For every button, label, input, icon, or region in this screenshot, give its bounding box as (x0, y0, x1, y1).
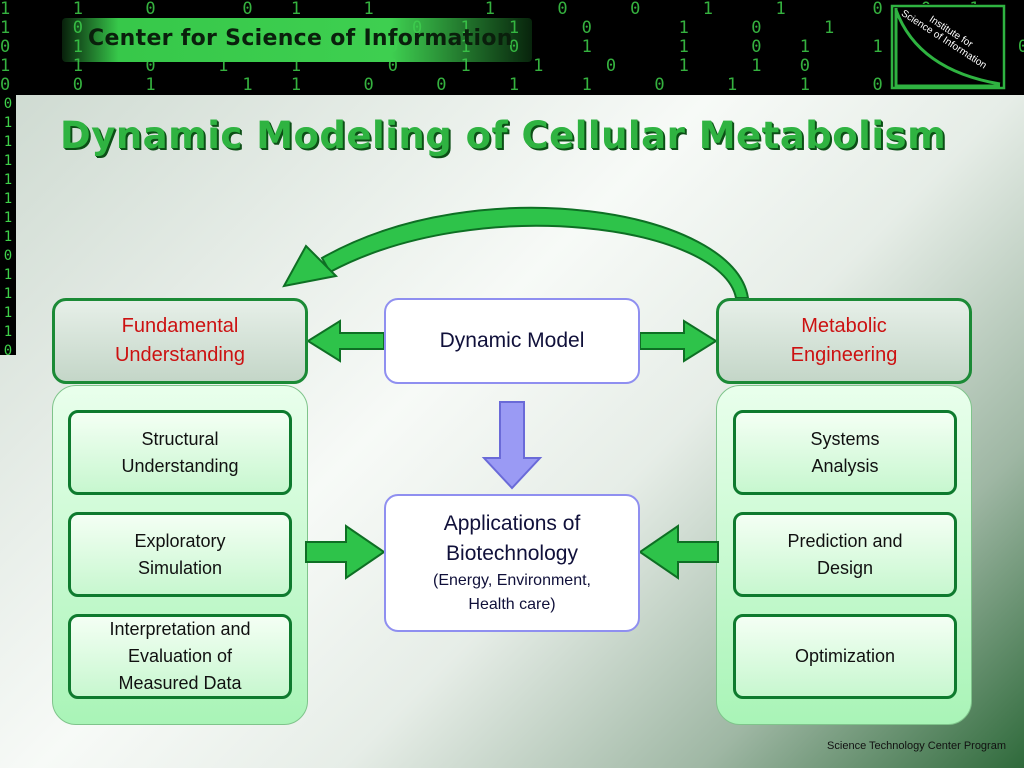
right-item-3-line1: Optimization (794, 646, 896, 666)
footer-text: Science Technology Center Program (827, 740, 1006, 752)
left-item-2-line2: Simulation (137, 557, 223, 578)
arrow-to-fundamental (306, 319, 385, 363)
header-title-banner (62, 18, 532, 62)
left-item-3-line3: Measured Data (118, 673, 242, 693)
dynamic-model-label: Dynamic Model (439, 329, 585, 352)
left-item-2-line1: Exploratory (134, 530, 226, 551)
matrix-strip-decoration: 0 1 1 1 1 1 1 1 0 1 1 1 1 0 (0, 95, 16, 359)
structural-understanding-box: Structural Understanding (68, 410, 292, 495)
fundamental-line1: Fundamental (121, 315, 239, 337)
metabolic-line2: Engineering (790, 344, 898, 366)
arrow-left-panel-to-applications (305, 524, 386, 580)
optimization-box: Optimization (733, 614, 957, 699)
systems-analysis-box: Systems Analysis (733, 410, 957, 495)
header-title: Center for Science of Information (88, 26, 513, 51)
metabolic-line1: Metabolic (801, 315, 887, 337)
curved-feedback-arrow (282, 206, 750, 299)
arrow-right-panel-to-applications (638, 524, 719, 580)
left-item-1-line2: Understanding (121, 455, 239, 476)
applications-line2: Biotechnology (446, 542, 578, 565)
applications-line3: (Energy, Environment, (433, 572, 591, 589)
prediction-design-box: Prediction and Design (733, 512, 957, 597)
applications-line4: Health care) (468, 596, 556, 613)
left-item-1-line1: Structural (141, 428, 219, 449)
arrow-to-metabolic (639, 319, 718, 363)
right-item-1-line1: Systems (810, 428, 880, 449)
right-item-2-line2: Design (816, 557, 874, 578)
left-item-3-line1: Interpretation and (109, 619, 251, 639)
institute-logo (888, 4, 1006, 91)
applications-line1: Applications of (443, 512, 581, 535)
right-item-2-line1: Prediction and (787, 530, 903, 551)
fundamental-understanding-box: Fundamental Understanding (52, 298, 308, 384)
applications-box: Applications of Biotechnology (Energy, E… (384, 494, 640, 632)
metabolic-engineering-box: Metabolic Engineering (716, 298, 972, 384)
arrow-down-to-applications (481, 401, 543, 490)
slide-title: Dynamic Modeling of Cellular Metabolism (60, 114, 947, 157)
dynamic-model-box: Dynamic Model (384, 298, 640, 384)
left-item-3-line2: Evaluation of (127, 646, 233, 666)
fundamental-line2: Understanding (114, 344, 246, 366)
exploratory-simulation-box: Exploratory Simulation (68, 512, 292, 597)
right-item-1-line2: Analysis (811, 455, 879, 476)
header-band: 1 1 0 0 1 1 1 0 0 1 1 0 0 1 1 0 0 1 1 0 … (0, 0, 1024, 95)
interpretation-evaluation-box: Interpretation and Evaluation of Measure… (68, 614, 292, 699)
